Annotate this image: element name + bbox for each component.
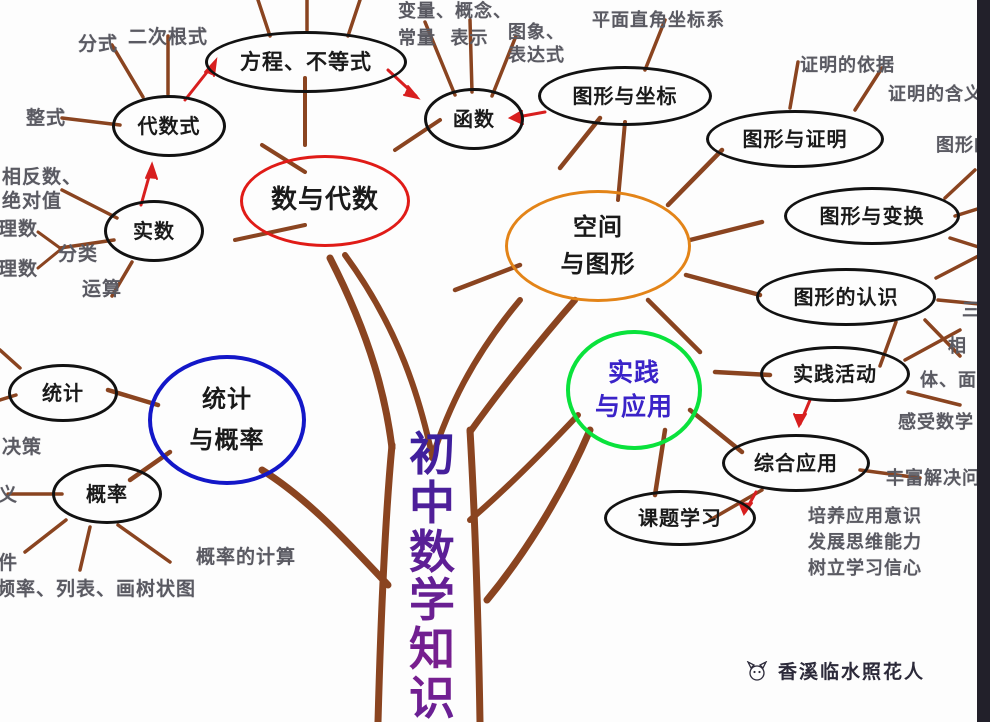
topic-node-label: 图形与变换: [819, 203, 925, 228]
topic-node-topic-study[interactable]: 课题学习: [604, 490, 756, 546]
topic-node-practice-activity[interactable]: 实践活动: [760, 346, 910, 402]
topic-node-label: 函数: [453, 106, 495, 131]
leaf-label-prob-calc: 概率的计算: [196, 546, 297, 568]
leaf-label-variable-concept: 变量、概念、: [398, 1, 512, 22]
watermark: 香溪临水照花人: [745, 657, 925, 684]
topic-node-label: 概率: [86, 481, 128, 506]
topic-node-statistics[interactable]: 统计: [8, 364, 118, 422]
leaf-label-solid-surface: 体、面: [920, 370, 977, 391]
leaf-label-irrational-number: 理数: [0, 258, 39, 280]
topic-node-figure-coordinate[interactable]: 图形与坐标: [538, 66, 712, 126]
leaf-label-event: 件: [0, 552, 19, 574]
core-node-label-line2: 与应用: [594, 391, 673, 421]
leaf-label-congruent: 三: [962, 300, 981, 321]
topic-node-label: 图形与坐标: [572, 83, 678, 108]
core-node-label-line1: 空间: [573, 212, 623, 241]
core-node-stats-prob[interactable]: 统计 与概率: [148, 355, 306, 485]
leaf-label-proof-meaning: 证明的含义: [888, 84, 983, 105]
leaf-label-proof-basis: 证明的依据: [800, 55, 895, 76]
watermark-text: 香溪临水照花人: [778, 661, 926, 683]
trunk-char-0: 初: [409, 427, 455, 481]
topic-node-equation-inequality[interactable]: 方程、不等式: [205, 31, 407, 93]
leaf-label-classification: 分类: [58, 243, 99, 265]
right-edge-band: [977, 0, 990, 722]
topic-node-label: 综合应用: [754, 450, 838, 475]
leaf-label-decision: 决策: [2, 436, 43, 458]
leaf-label-cultivate: 培养应用意识 发展思维能力 树立学习信心: [808, 506, 922, 580]
core-node-label-line1: 统计: [202, 384, 252, 413]
topic-node-label: 图形的认识: [793, 284, 899, 309]
leaf-label-similar: 相: [948, 336, 967, 357]
leaf-label-rich-solve: 丰富解决问: [886, 468, 981, 489]
leaf-label-feel-math: 感受数学: [898, 412, 974, 433]
leaf-label-operation: 运算: [82, 278, 123, 300]
topic-node-label: 课题学习: [638, 505, 722, 530]
leaf-label-freq-table-tree: 频率、列表、画树状图: [0, 578, 197, 600]
trunk-char-4: 知: [409, 622, 455, 676]
leaf-label-figure-of: 图形的: [936, 135, 990, 156]
cat-face-icon: [745, 660, 769, 681]
trunk-char-3: 学: [409, 573, 455, 628]
topic-node-figure-proof[interactable]: 图形与证明: [706, 110, 884, 168]
core-node-label-line2: 与图形: [560, 249, 636, 278]
topic-node-label: 方程、不等式: [240, 49, 372, 74]
leaf-label-opposite-absolute: 相反数、 绝对值: [2, 166, 83, 212]
core-node-space-figure[interactable]: 空间 与图形: [505, 190, 691, 302]
topic-node-integrated-application[interactable]: 综合应用: [722, 434, 870, 492]
core-node-label: 数与代数: [270, 185, 379, 216]
topic-node-probability[interactable]: 概率: [52, 464, 162, 524]
topic-node-function[interactable]: 函数: [424, 88, 524, 150]
leaf-label-quadratic-radical: 二次根式: [128, 26, 209, 48]
leaf-label-meaning: 义: [0, 484, 19, 506]
trunk-title: 初 中 数 学 知 识 树: [400, 430, 464, 722]
topic-node-label: 代数式: [137, 113, 201, 138]
core-node-practice-app[interactable]: 实践 与应用: [566, 330, 702, 450]
leaf-label-constant-express: 常量 表示: [398, 28, 489, 49]
topic-node-figure-transform[interactable]: 图形与变换: [784, 187, 960, 245]
trunk-char-2: 数: [409, 524, 455, 579]
trunk-char-1: 中: [409, 475, 455, 530]
leaf-label-integral-expression: 整式: [26, 107, 67, 129]
topic-node-real-number[interactable]: 实数: [104, 200, 204, 262]
trunk-char-5: 识: [409, 670, 455, 722]
topic-node-figure-recognition[interactable]: 图形的认识: [756, 268, 936, 326]
core-node-number-algebra[interactable]: 数与代数: [240, 155, 410, 247]
topic-node-label: 实践活动: [793, 361, 877, 386]
leaf-label-fraction: 分式: [78, 33, 119, 55]
core-node-label-line1: 实践: [607, 357, 660, 387]
topic-node-label: 实数: [133, 218, 175, 243]
leaf-label-graph-expression: 图象、 表达式: [508, 22, 565, 66]
topic-node-algebraic-expression[interactable]: 代数式: [112, 95, 226, 157]
leaf-label-rational-number: 理数: [0, 218, 39, 240]
topic-node-label: 图形与证明: [742, 126, 848, 151]
topic-node-label: 统计: [42, 380, 84, 405]
leaf-label-plane-rect-coord: 平面直角坐标系: [592, 10, 725, 31]
core-node-label-line2: 与概率: [189, 425, 265, 454]
